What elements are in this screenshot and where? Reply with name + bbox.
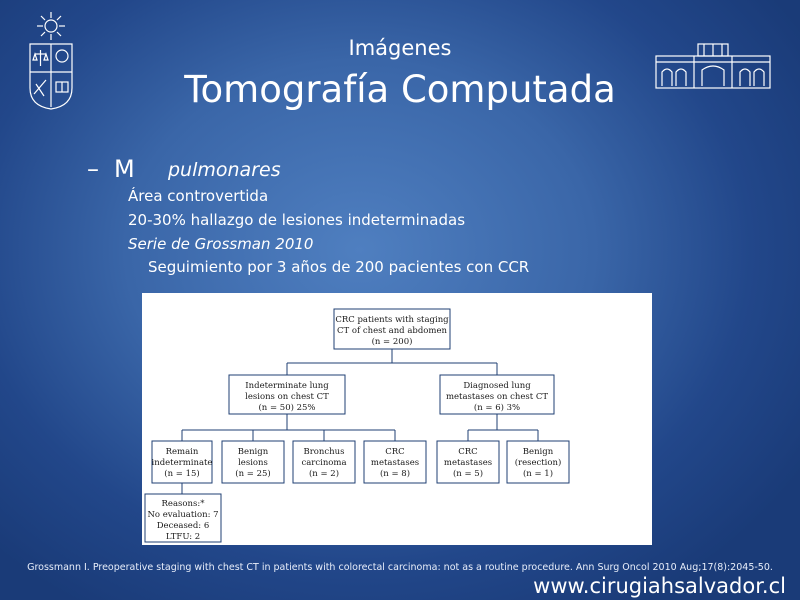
flowchart: CRC patients with staging CT of chest an… <box>144 308 570 543</box>
svg-text:Benign: Benign <box>523 447 554 457</box>
flowchart-diagnosed-node: Diagnosed lung metastases on chest CT (n… <box>439 374 555 415</box>
bullet-item: Serie de Grossman 2010 <box>128 235 314 253</box>
svg-text:Reasons:*: Reasons:* <box>162 499 206 509</box>
svg-text:(resection): (resection) <box>515 457 562 468</box>
svg-text:Indeterminate lung: Indeterminate lung <box>245 381 329 391</box>
hospital-building-icon <box>654 42 772 96</box>
svg-text:Diagnosed lung: Diagnosed lung <box>463 381 531 391</box>
svg-text:metastases: metastases <box>444 458 492 468</box>
bullet-subitem: Seguimiento por 3 años de 200 pacientes … <box>148 258 530 276</box>
svg-text:indeterminate: indeterminate <box>152 458 213 468</box>
flowchart-benign-resection-node: Benign (resection) (n = 1) <box>506 440 570 484</box>
flowchart-remain-node: Remain indeterminate (n = 15) <box>151 440 213 484</box>
svg-text:(n = 1): (n = 1) <box>523 468 553 479</box>
svg-text:(n = 2): (n = 2) <box>309 468 339 479</box>
flowchart-connectors <box>181 349 539 494</box>
svg-text:CRC: CRC <box>385 447 404 457</box>
flowchart-panel: CRC patients with staging CT of chest an… <box>142 293 652 545</box>
svg-text:Deceased: 6: Deceased: 6 <box>157 521 210 531</box>
svg-text:LTFU: 2: LTFU: 2 <box>166 532 200 542</box>
svg-text:metastases on chest CT: metastases on chest CT <box>446 392 548 402</box>
svg-text:Remain: Remain <box>166 447 199 457</box>
svg-text:No evaluation: 7: No evaluation: 7 <box>147 510 218 520</box>
svg-text:CRC: CRC <box>458 447 477 457</box>
svg-text:CRC patients with staging: CRC patients with staging <box>335 315 449 325</box>
bullet-dash: – <box>87 155 99 183</box>
svg-text:(n = 5): (n = 5) <box>453 468 483 479</box>
citation: Grossmann I. Preoperative staging with c… <box>27 562 773 573</box>
svg-text:(n = 25): (n = 25) <box>235 468 270 479</box>
flowchart-bronchus-node: Bronchus carcinoma (n = 2) <box>292 440 356 484</box>
svg-text:CT of chest and abdomen: CT of chest and abdomen <box>337 326 447 336</box>
university-crest-icon <box>26 10 76 114</box>
slide-title: Tomografía Computada <box>184 68 616 111</box>
svg-text:(n = 200): (n = 200) <box>372 336 413 347</box>
svg-text:(n = 8): (n = 8) <box>380 468 410 479</box>
bullet-subject: pulmonares <box>168 159 281 181</box>
svg-text:lesions on chest CT: lesions on chest CT <box>245 392 329 402</box>
svg-text:(n = 15): (n = 15) <box>164 468 199 479</box>
flowchart-benign-lesions-node: Benign lesions (n = 25) <box>221 440 285 484</box>
flowchart-root-node: CRC patients with staging CT of chest an… <box>333 308 451 350</box>
bullet-letter: M <box>114 155 135 183</box>
slide-supertitle: Imágenes <box>348 36 452 60</box>
svg-text:lesions: lesions <box>238 458 268 468</box>
flowchart-reasons-node: Reasons:* No evaluation: 7 Deceased: 6 L… <box>144 493 222 543</box>
svg-text:(n = 6) 3%: (n = 6) 3% <box>474 402 520 413</box>
svg-text:(n = 50) 25%: (n = 50) 25% <box>258 402 315 413</box>
flowchart-crc-right-node: CRC metastases (n = 5) <box>436 440 500 484</box>
svg-text:Benign: Benign <box>238 447 269 457</box>
website-url: www.cirugiahsalvador.cl <box>533 574 786 598</box>
svg-text:Bronchus: Bronchus <box>304 447 345 457</box>
svg-text:metastases: metastases <box>371 458 419 468</box>
flowchart-indeterminate-node: Indeterminate lung lesions on chest CT (… <box>228 374 346 415</box>
bullet-item: 20-30% hallazgo de lesiones indeterminad… <box>128 211 466 229</box>
bullet-item: Área controvertida <box>128 187 269 205</box>
svg-text:carcinoma: carcinoma <box>301 458 346 468</box>
flowchart-crc-left-node: CRC metastases (n = 8) <box>363 440 427 484</box>
